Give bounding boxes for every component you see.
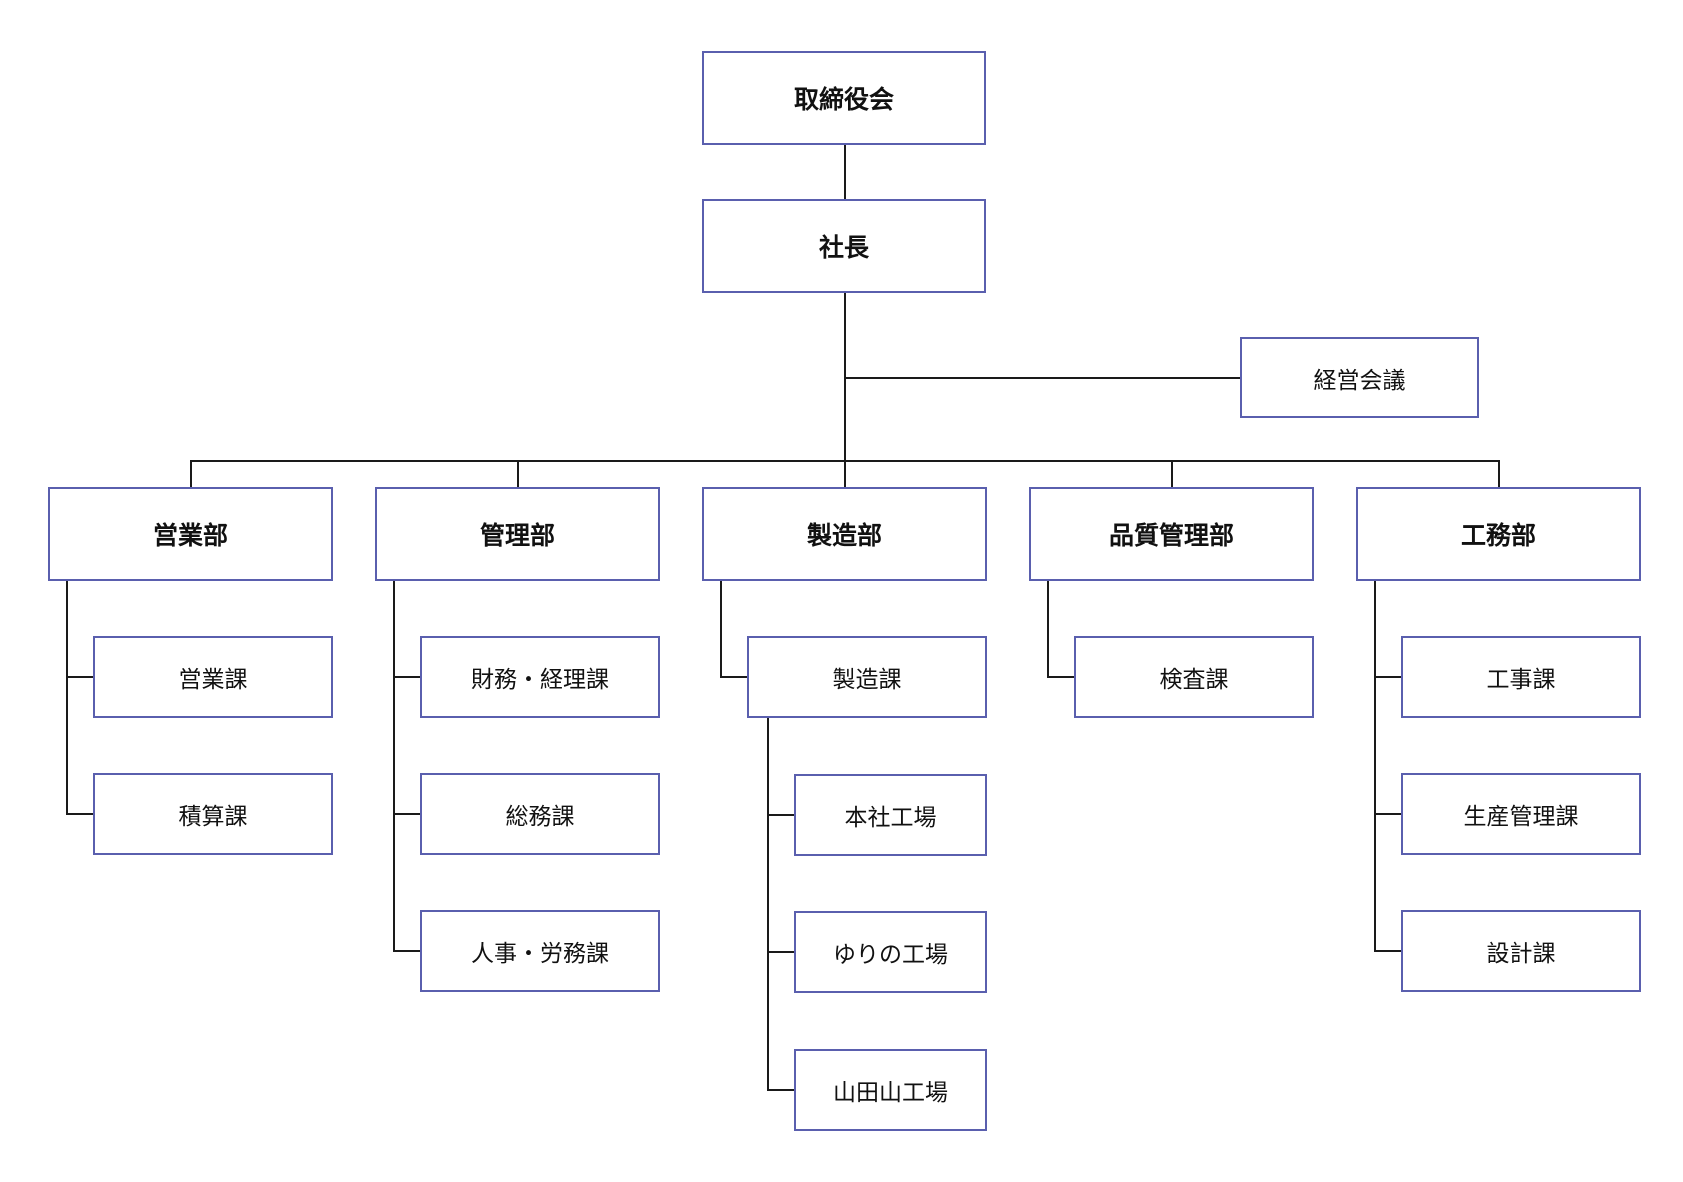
connector-mfg-1 [720, 676, 748, 678]
factory-label: ゆりの工場 [833, 942, 948, 968]
department-label: 品質管理部 [1108, 521, 1234, 550]
connector-board-president [844, 145, 846, 200]
factory-box: 本社工場 [794, 774, 987, 856]
department-engineering-box: 工務部 [1356, 487, 1641, 581]
section-box: 積算課 [93, 773, 333, 855]
section-box: 総務課 [420, 773, 660, 855]
factory-label: 本社工場 [844, 805, 937, 831]
connector-admin-stem [393, 581, 395, 951]
connector-factory-3 [767, 1089, 795, 1091]
connector-factory-1 [767, 814, 795, 816]
connector-mfg-stem [720, 581, 722, 677]
connector-admin-2 [393, 813, 421, 815]
section-box: 検査課 [1074, 636, 1314, 718]
connector-qa-stem [1047, 581, 1049, 677]
connector-eng-1 [1374, 676, 1402, 678]
section-label: 製造課 [832, 667, 902, 693]
connector-dept-3 [844, 460, 846, 487]
connector-sales-stem [66, 581, 68, 814]
board-label: 取締役会 [793, 85, 894, 114]
department-label: 営業部 [152, 521, 228, 550]
connector-factory-stem [767, 718, 769, 1090]
president-label: 社長 [818, 233, 869, 262]
connector-admin-3 [393, 950, 421, 952]
department-manufacturing-box: 製造部 [702, 487, 987, 581]
factory-label: 山田山工場 [833, 1080, 948, 1106]
connector-qa-1 [1047, 676, 1075, 678]
department-label: 製造部 [806, 521, 882, 550]
connector-eng-3 [1374, 950, 1402, 952]
department-sales-box: 営業部 [48, 487, 333, 581]
section-box: 人事・労務課 [420, 910, 660, 992]
management-meeting-label: 経営会議 [1313, 367, 1406, 394]
connector-meeting [844, 377, 1241, 379]
factory-box: ゆりの工場 [794, 911, 987, 993]
section-label: 検査課 [1159, 667, 1229, 693]
connector-dept-2 [517, 460, 519, 487]
connector-sales-2 [66, 813, 94, 815]
section-label: 人事・労務課 [471, 941, 609, 967]
connector-dept-4 [1171, 460, 1173, 487]
section-label: 財務・経理課 [471, 667, 609, 693]
department-admin-box: 管理部 [375, 487, 660, 581]
president-box: 社長 [702, 199, 986, 293]
section-box: 生産管理課 [1401, 773, 1641, 855]
management-meeting-box: 経営会議 [1240, 337, 1479, 418]
connector-factory-2 [767, 951, 795, 953]
connector-dept-5 [1498, 460, 1500, 487]
connector-eng-2 [1374, 813, 1402, 815]
section-label: 設計課 [1486, 941, 1556, 967]
section-box: 営業課 [93, 636, 333, 718]
connector-admin-1 [393, 676, 421, 678]
section-label: 積算課 [178, 804, 248, 830]
section-label: 営業課 [178, 667, 248, 693]
department-label: 管理部 [479, 521, 555, 550]
section-box: 設計課 [1401, 910, 1641, 992]
section-box: 工事課 [1401, 636, 1641, 718]
connector-dept-1 [190, 460, 192, 487]
connector-sales-1 [66, 676, 94, 678]
department-quality-box: 品質管理部 [1029, 487, 1314, 581]
section-box: 財務・経理課 [420, 636, 660, 718]
factory-box: 山田山工場 [794, 1049, 987, 1131]
board-box: 取締役会 [702, 51, 986, 145]
section-label: 生産管理課 [1463, 804, 1579, 830]
section-box: 製造課 [747, 636, 987, 718]
department-label: 工務部 [1460, 521, 1536, 550]
section-label: 総務課 [505, 804, 575, 830]
connector-eng-stem [1374, 581, 1376, 951]
section-label: 工事課 [1486, 667, 1556, 693]
